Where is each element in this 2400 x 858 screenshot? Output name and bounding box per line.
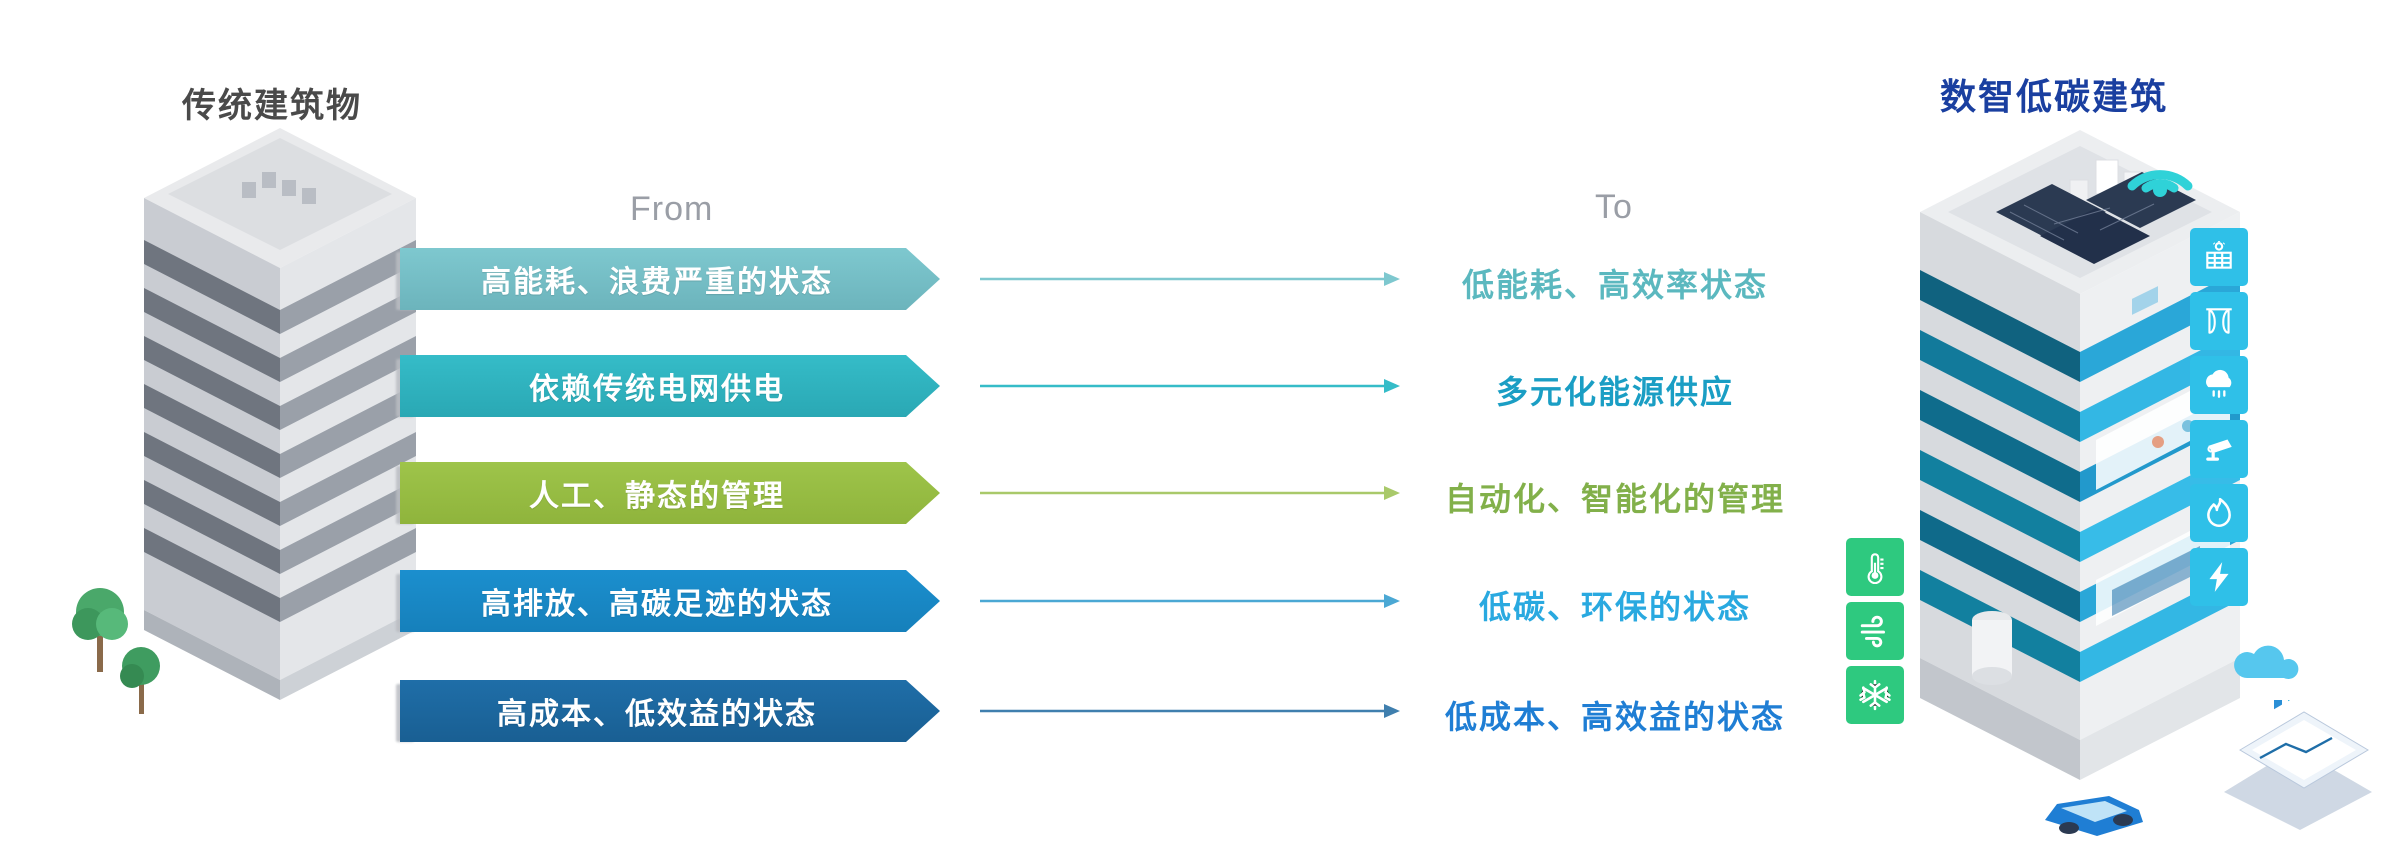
cloud-icon (2234, 645, 2299, 679)
page-title-left: 传统建筑物 (182, 87, 362, 125)
badge-snowflake[interactable] (1846, 666, 1904, 724)
connector-arrow-5 (980, 699, 1400, 723)
airflow-icon (1858, 614, 1892, 648)
curtain-icon (2202, 304, 2236, 338)
laptop-dashboard-icon (2224, 700, 2372, 830)
from-chevron-5[interactable]: 高成本、低效益的状态 (400, 680, 940, 742)
connector-arrow-3 (980, 481, 1400, 505)
snowflake-icon (1858, 678, 1892, 712)
badge-curtain[interactable] (2190, 292, 2248, 350)
badge-lightning-bolt[interactable] (2190, 548, 2248, 606)
from-chevron-3[interactable]: 人工、静态的管理 (400, 462, 940, 524)
badge-airflow[interactable] (1846, 602, 1904, 660)
sprinkler-icon (2202, 368, 2236, 402)
thermometer-icon (1858, 550, 1892, 584)
cctv-camera-icon (2202, 432, 2236, 466)
solar-panel-icon (2202, 240, 2236, 274)
tree-icon-small (120, 647, 160, 714)
connector-arrow-2 (980, 374, 1400, 398)
to-label: To (1595, 188, 1633, 226)
page-title-right: 数智低碳建筑 (1940, 76, 2169, 117)
from-chevron-1[interactable]: 高能耗、浪费严重的状态 (400, 248, 940, 310)
badge-cctv-camera[interactable] (2190, 420, 2248, 478)
badge-fire-flame[interactable] (2190, 484, 2248, 542)
badge-thermometer[interactable] (1846, 538, 1904, 596)
wifi-signal-icon (2127, 170, 2193, 197)
connector-arrow-4 (980, 589, 1400, 613)
to-label-1: 低能耗、高效率状态 (1461, 267, 1768, 303)
badge-sprinkler[interactable] (2190, 356, 2248, 414)
from-label: From (630, 190, 714, 228)
lightning-bolt-icon (2202, 560, 2236, 594)
fire-flame-icon (2202, 496, 2236, 530)
electric-car-icon (2045, 796, 2143, 836)
tree-icon (72, 588, 128, 672)
traditional-building-illustration (144, 128, 416, 700)
to-label-2: 多元化能源供应 (1495, 374, 1734, 410)
to-label-5: 低成本、高效益的状态 (1444, 699, 1785, 735)
to-label-3: 自动化、智能化的管理 (1444, 481, 1785, 517)
connector-arrow-1 (980, 267, 1400, 291)
from-chevron-2[interactable]: 依赖传统电网供电 (400, 355, 940, 417)
badge-solar-panel[interactable] (2190, 228, 2248, 286)
to-label-4: 低碳、环保的状态 (1478, 589, 1751, 625)
from-chevron-4[interactable]: 高排放、高碳足迹的状态 (400, 570, 940, 632)
